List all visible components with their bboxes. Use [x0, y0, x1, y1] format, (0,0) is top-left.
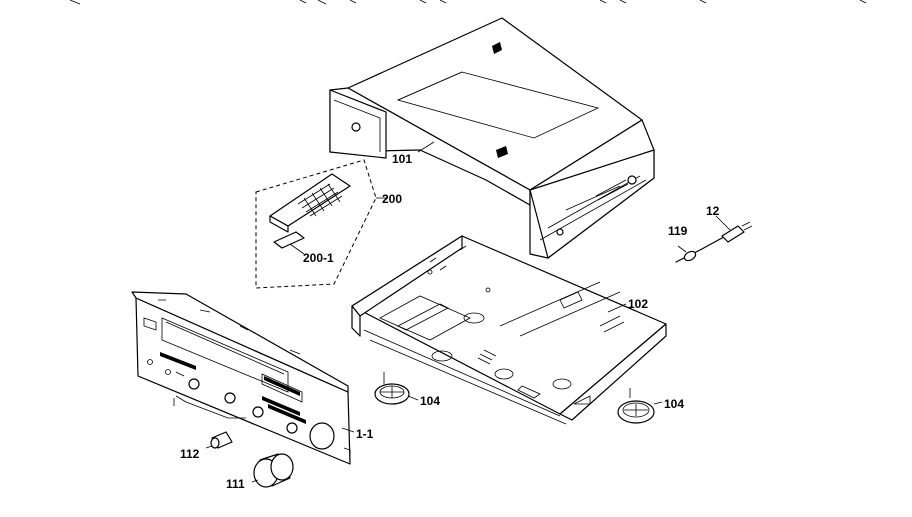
screw-icon [351, 122, 361, 132]
callout-labels: 101 200 200-1 12 119 102 104 104 1-1 112… [180, 152, 720, 491]
top-cover-part [329, 17, 655, 259]
remote-control-group [255, 159, 388, 289]
power-plug-icon [721, 225, 745, 243]
power-cord-part [675, 215, 753, 263]
volume-knob-part [251, 453, 294, 488]
callout-12: 12 [706, 204, 720, 218]
foot-right [617, 400, 663, 424]
screw-icon [556, 228, 564, 236]
volume-knob-hole-icon [309, 422, 335, 450]
panel-button-icon [286, 422, 298, 434]
push-button-part [205, 431, 233, 449]
foot-guide-lines [383, 372, 631, 398]
screw-icon [627, 175, 637, 185]
callout-112: 112 [180, 447, 200, 461]
remote-keypad [297, 183, 343, 217]
scan-edge-marks [69, 0, 867, 5]
callout-111: 111 [226, 477, 245, 491]
battery-lid-icon [273, 231, 305, 249]
callout-104-left: 104 [420, 394, 440, 408]
callout-200: 200 [382, 192, 402, 206]
callout-1-1: 1-1 [356, 427, 374, 441]
strain-relief-icon [683, 250, 697, 262]
callout-119: 119 [668, 224, 688, 238]
foot-left [374, 383, 419, 405]
panel-button-icon [188, 378, 200, 390]
callout-101: 101 [392, 152, 412, 166]
front-panel-part [131, 291, 355, 465]
panel-button-icon [252, 406, 264, 418]
panel-button-icon [224, 392, 236, 404]
callout-200-1: 200-1 [303, 251, 334, 265]
callout-104-right: 104 [664, 397, 684, 411]
chassis-part [351, 235, 667, 425]
callout-102: 102 [628, 297, 648, 311]
